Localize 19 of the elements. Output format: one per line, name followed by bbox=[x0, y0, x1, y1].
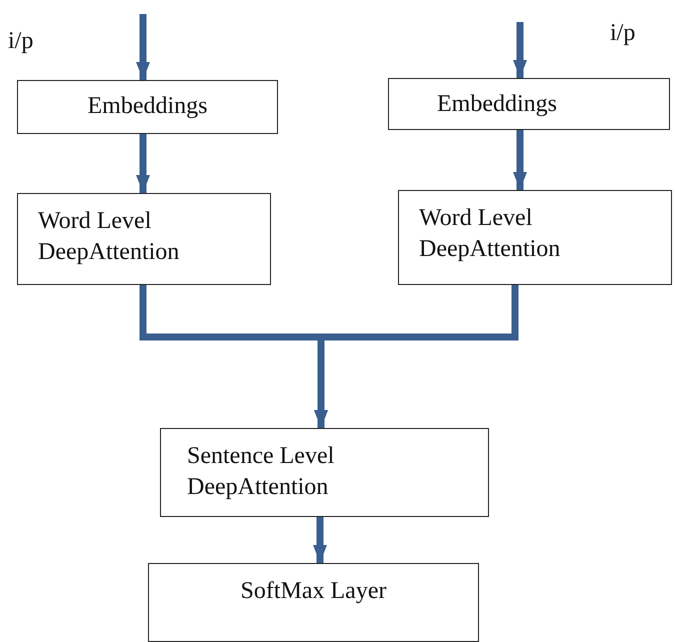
process-box bbox=[160, 428, 489, 517]
arrow bbox=[136, 14, 150, 80]
box-label: Embeddings bbox=[88, 92, 208, 121]
arrow bbox=[513, 22, 527, 78]
process-box bbox=[17, 193, 271, 285]
process-box bbox=[388, 78, 670, 130]
box-label: Word Level DeepAttention bbox=[38, 207, 180, 268]
box-label: Embeddings bbox=[437, 90, 557, 119]
box-label: Sentence Level DeepAttention bbox=[187, 442, 336, 502]
arrow bbox=[136, 134, 150, 193]
arrow bbox=[513, 130, 527, 190]
input-label: i/p bbox=[8, 28, 34, 55]
process-box bbox=[148, 563, 479, 642]
arrow bbox=[313, 517, 327, 563]
box-label: SoftMax Layer bbox=[240, 577, 386, 606]
process-box bbox=[17, 80, 278, 134]
process-box bbox=[398, 190, 672, 285]
input-label: i/p bbox=[610, 20, 636, 47]
box-label: Word Level DeepAttention bbox=[419, 204, 562, 264]
